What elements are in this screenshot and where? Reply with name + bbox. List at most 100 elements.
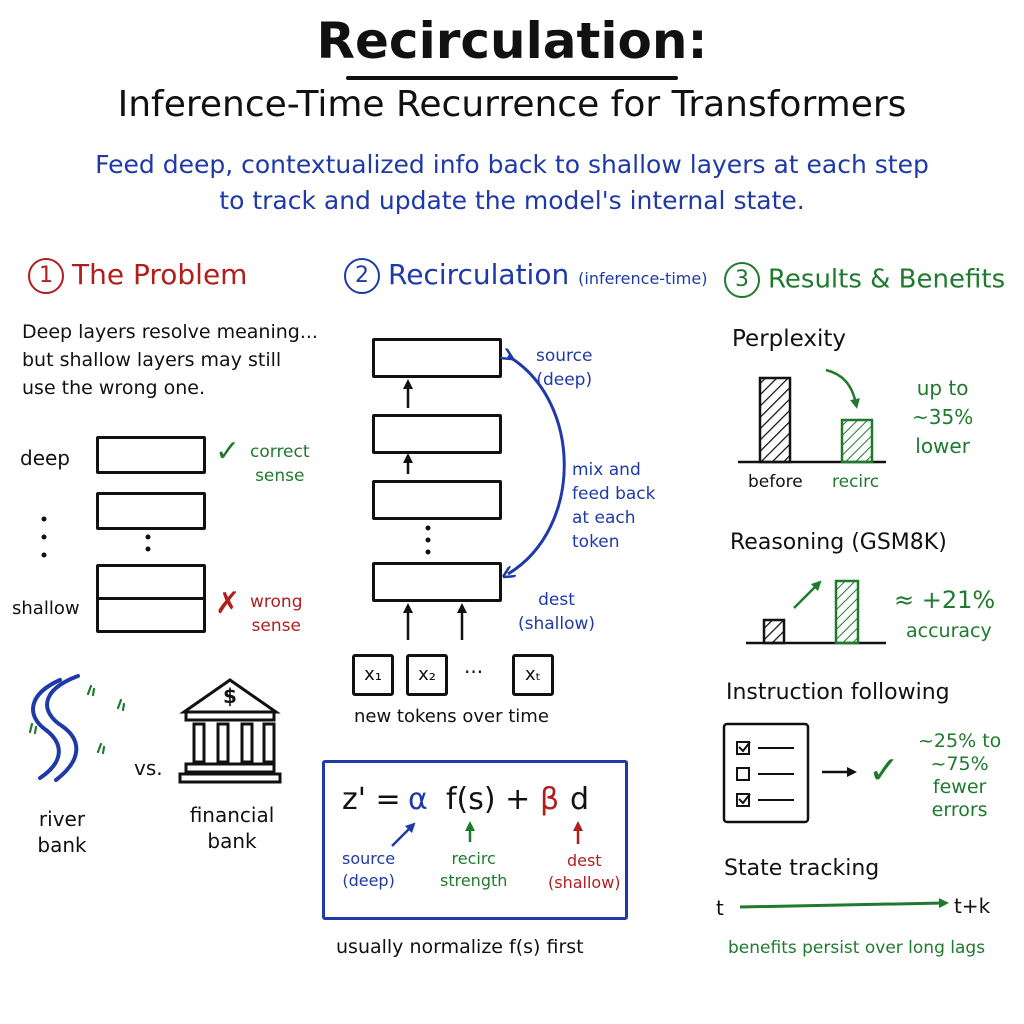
token-ellipsis: ··· (464, 660, 484, 684)
layer-box-bottom (372, 562, 502, 602)
token-x2: x₂ (406, 654, 448, 696)
deep-label: deep (20, 446, 70, 470)
formula-note-strength: recirc strength (440, 848, 507, 892)
check-icon: ✓ (215, 434, 241, 469)
formula-note-source: source (deep) (342, 848, 395, 892)
instruction-note-line-4: errors (931, 799, 988, 821)
formula-d: d (570, 782, 590, 817)
reasoning-up-arrow (793, 580, 822, 609)
section-results-heading: 3 Results & Benefits (724, 262, 1005, 298)
financial-bank-label: financial bank (186, 802, 278, 854)
formula-fs: f(s) + (446, 782, 531, 817)
section-number-1: 1 (28, 258, 64, 294)
dest-shallow-label: dest (shallow) (518, 588, 595, 636)
deep-layer-box (96, 436, 206, 474)
formula-beta: β (540, 782, 560, 817)
perplexity-note-line-2: ~35% (912, 405, 974, 429)
page-subtitle: Inference-Time Recurrence for Transforme… (117, 84, 907, 125)
reasoning-bar-before (762, 618, 786, 645)
state-tracking-title: State tracking (724, 856, 880, 881)
perplexity-note: up to ~35% lower (912, 374, 973, 461)
layer-box-top (372, 338, 502, 378)
state-start-label: t (716, 896, 724, 920)
instruction-note: ~25% to ~75% fewer errors (918, 730, 1001, 822)
source-label-line-2: (deep) (536, 370, 593, 390)
formula-lhs: z' = (342, 782, 401, 817)
formula-note-dest: dest (shallow) (548, 850, 621, 894)
page-title: Recirculation: (316, 12, 708, 70)
perplexity-bar-label-recirc: recirc (832, 472, 880, 492)
mix-label-line-2: feed back (572, 484, 656, 504)
financial-label-line-2: bank (207, 829, 257, 853)
instruction-note-line-2: ~75% (930, 753, 989, 775)
formula-note-source-line-2: (deep) (342, 871, 395, 890)
vs-label: vs. (134, 756, 163, 780)
mix-label-line-1: mix and (572, 460, 641, 480)
reasoning-note-label: accuracy (906, 620, 992, 642)
shallow-layer-box-bottom (96, 597, 206, 633)
mix-label-line-4: token (572, 532, 620, 552)
river-icon (31, 674, 80, 782)
reasoning-note-value: ≈ +21% (894, 586, 996, 614)
formula-alpha: α (408, 782, 428, 817)
formula-note-strength-line-1: recirc (451, 849, 496, 868)
river-label-line-2: bank (37, 833, 87, 857)
mix-label-line-3: at each (572, 508, 636, 528)
section-problem-title: The Problem (72, 258, 248, 291)
perplexity-title: Perplexity (732, 326, 847, 352)
dollar-sign-icon: $ (223, 684, 237, 708)
mix-feed-back-label: mix and feed back at each token (572, 458, 656, 554)
perplexity-note-line-3: lower (915, 434, 970, 458)
wrong-label-line-1: wrong (250, 592, 303, 612)
section-recirc-title: Recirculation (388, 258, 570, 291)
state-timeline-arrow (739, 898, 949, 909)
financial-label-line-1: financial (189, 803, 275, 827)
title-underline (346, 76, 678, 80)
checklist-icon (722, 722, 810, 824)
bank-building-icon (178, 678, 282, 784)
perplexity-bar-before (758, 376, 792, 464)
perplexity-down-arrow (825, 368, 860, 409)
wrong-label-line-2: sense (251, 616, 301, 636)
formula-box (322, 760, 628, 920)
state-end-label: t+k (954, 894, 991, 918)
source-label-line-1: source (536, 346, 593, 366)
section-results-title: Results & Benefits (768, 264, 1006, 295)
river-bank-label: river bank (30, 806, 94, 858)
perplexity-bar-recirc (840, 418, 874, 464)
problem-desc-line-1: Deep layers resolve meaning... (22, 321, 318, 343)
perplexity-note-line-1: up to (916, 376, 969, 400)
problem-description: Deep layers resolve meaning... but shall… (22, 318, 318, 402)
tokens-caption: new tokens over time (354, 706, 549, 727)
reasoning-bar-recirc (834, 579, 860, 645)
formula-note-strength-line-2: strength (440, 871, 508, 890)
token-xt: xₜ (512, 654, 554, 696)
state-tracking-note: benefits persist over long lags (728, 938, 986, 958)
section-recirc-title-note: (inference-time) (578, 269, 708, 288)
tagline-line-2: to track and update the model's internal… (219, 186, 805, 215)
correct-label-line-1: correct (250, 442, 310, 462)
dest-label-line-2: (shallow) (518, 614, 596, 634)
formula-note-source-line-1: source (342, 849, 396, 868)
instruction-note-line-1: ~25% to (918, 730, 1002, 752)
cross-icon: ✗ (215, 586, 241, 621)
source-deep-label: source (deep) (536, 344, 592, 392)
section-number-2: 2 (344, 258, 380, 294)
tagline-line-1: Feed deep, contextualized info back to s… (95, 150, 929, 179)
dest-label-line-1: dest (538, 590, 575, 610)
formula-caption: usually normalize f(s) first (336, 936, 584, 958)
token-x1: x₁ (352, 654, 394, 696)
correct-label-line-2: sense (255, 466, 305, 486)
formula-note-dest-line-2: (shallow) (548, 873, 621, 892)
instruction-check-icon: ✓ (868, 748, 900, 792)
wrong-sense-label: wrong sense (250, 590, 303, 638)
formula-note-dest-line-1: dest (566, 851, 602, 870)
section-number-3: 3 (724, 262, 760, 298)
instruction-note-line-3: fewer (932, 776, 987, 798)
layer-box-2 (372, 414, 502, 454)
